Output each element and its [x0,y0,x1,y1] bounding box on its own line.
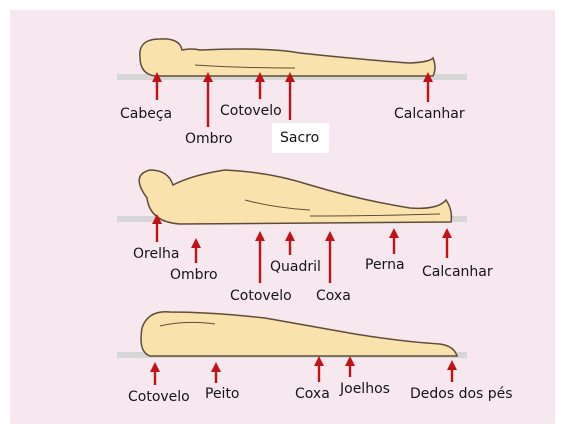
label-cotovelo-supine: Cotovelo [220,104,282,118]
label-perna: Perna [365,258,405,272]
body-supine [140,39,435,76]
label-joelhos: Joelhos [340,382,390,396]
label-cotovelo-prone: Cotovelo [128,390,190,404]
arrow-ombro-supine [203,72,213,127]
arrow-joelhos [345,356,355,377]
figure-supine [117,39,467,80]
body-lateral [139,170,451,224]
diagram-canvas: Cabeça Ombro Cotovelo Sacro Calcanhar Or… [10,10,555,424]
arrow-quadril [285,231,295,255]
label-calcanhar-supine: Calcanhar [394,107,465,121]
arrow-ombro-lateral [191,238,201,263]
arrow-calcanhar-lateral [442,228,452,258]
label-quadril: Quadril [270,260,321,274]
label-cabeca: Cabeça [120,107,172,121]
arrow-peito [211,362,221,383]
label-sacro: Sacro [272,123,329,153]
arrow-cotovelo-prone [150,362,160,385]
arrow-sacro [285,72,295,120]
label-ombro-lateral: Ombro [170,268,218,282]
arrow-perna [389,228,399,254]
figure-prone [117,312,467,358]
label-coxa-lateral: Coxa [316,289,351,303]
figure-lateral [117,170,467,224]
label-peito: Peito [205,387,240,401]
arrow-coxa-prone [314,356,324,382]
label-calcanhar-lateral: Calcanhar [422,265,493,279]
label-ombro-supine: Ombro [185,132,233,146]
arrow-coxa-lateral [325,231,335,283]
arrow-dedos-dos-pes [447,360,457,382]
pressure-points-illustration [10,10,555,424]
label-coxa-prone: Coxa [295,387,330,401]
arrow-cotovelo-lateral [255,231,265,283]
label-dedos-dos-pes: Dedos dos pés [410,387,513,401]
label-orelha: Orelha [133,247,179,261]
body-prone [141,312,457,356]
label-cotovelo-lateral: Cotovelo [230,289,292,303]
